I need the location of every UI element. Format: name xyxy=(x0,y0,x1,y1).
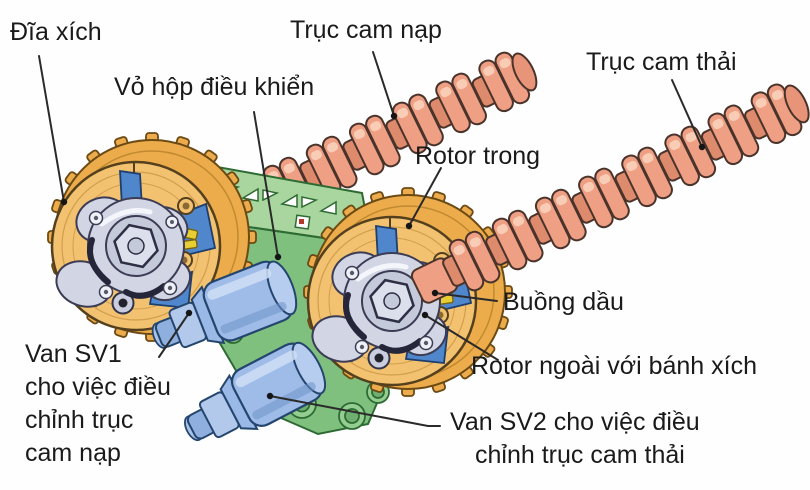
label-buong-dau: Buồng dầu xyxy=(503,288,624,316)
exhaust-camshaft xyxy=(410,80,810,304)
label-rotor-ngoai: Rotor ngoài với bánh xích xyxy=(471,352,757,380)
housing-red-plug xyxy=(299,219,304,224)
label-van-sv1-line2: cho việc điều xyxy=(25,373,171,401)
label-vo-hop-dieu-khien: Vỏ hộp điều khiển xyxy=(114,73,315,101)
leader-truc-cam-thai xyxy=(671,79,706,151)
leader-van-sv2 xyxy=(266,392,441,427)
label-van-sv1-line4: cam nạp xyxy=(25,439,121,467)
leader-truc-cam-nap xyxy=(372,51,398,120)
leader-vo-hop-dieu-khien xyxy=(253,111,282,261)
label-van-sv2-line2: chỉnh trục cam thải xyxy=(475,441,685,469)
leader-rotor-trong xyxy=(405,167,442,230)
leader-buong-dau xyxy=(431,289,498,302)
label-rotor-trong: Rotor trong xyxy=(415,142,541,170)
label-van-sv1-line3: chỉnh trục xyxy=(25,406,134,434)
label-dia-xich: Đĩa xích xyxy=(10,18,102,46)
leader-rotor-ngoai xyxy=(421,311,499,361)
label-van-sv2-line1: Van SV2 cho việc điều xyxy=(450,408,700,436)
leader-dia-xich xyxy=(38,55,68,206)
label-truc-cam-thai: Trục cam thải xyxy=(586,48,737,76)
label-van-sv1: Van SV1 cho việc điều chỉnh trục cam nạp xyxy=(25,338,171,470)
label-truc-cam-nap: Trục cam nạp xyxy=(290,16,442,44)
leader-van-sv1 xyxy=(158,309,193,358)
label-van-sv1-line1: Van SV1 xyxy=(25,340,122,368)
label-van-sv2: Van SV2 cho việc điều chỉnh trục cam thả… xyxy=(450,406,700,472)
